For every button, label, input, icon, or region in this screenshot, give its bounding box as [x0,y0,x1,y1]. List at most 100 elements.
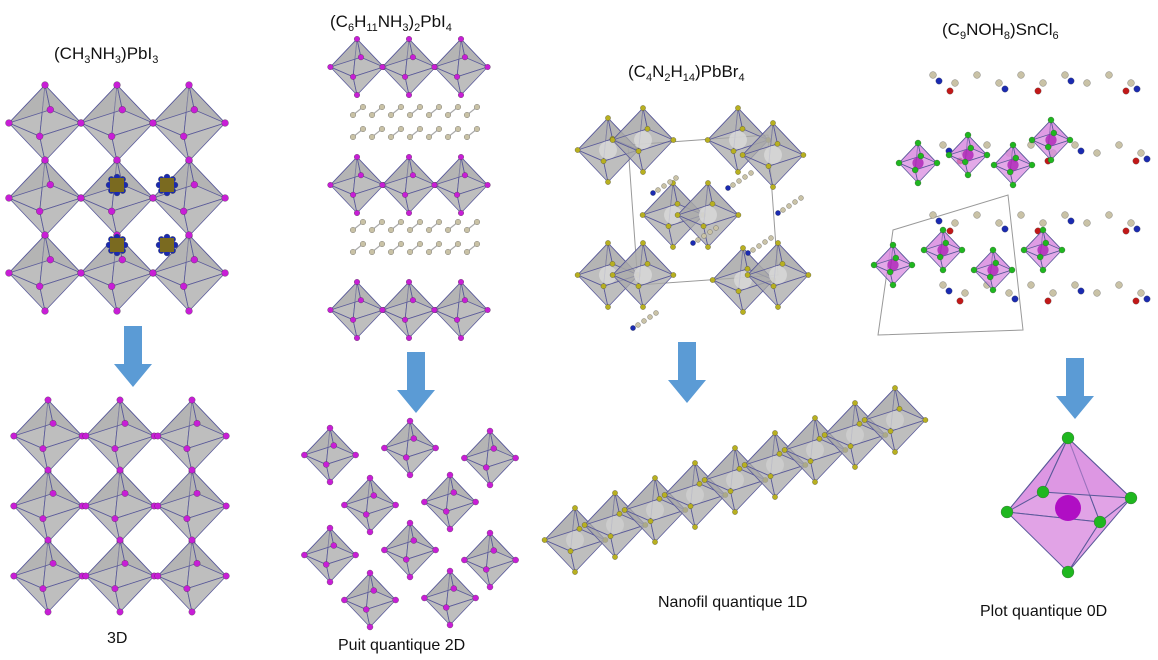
metal-atom [962,149,974,161]
octahedron-face [777,241,809,276]
halide-atom [744,266,751,272]
halide-atom [1045,143,1052,151]
halide-atom [640,169,646,175]
oxygen-atom [1132,297,1140,305]
halide-atom [744,272,751,278]
halide-atom [486,481,494,489]
metal-atom [766,456,784,474]
halide-atom [188,396,196,404]
octahedron-face [914,162,938,184]
carbon-atom [641,318,647,324]
nitrogen-atom [1143,155,1151,163]
nitrogen-atom [1133,85,1141,93]
octahedron-face [116,158,154,199]
halide-atom [709,277,716,283]
halide-atom [421,594,428,602]
methylammonium-cation [160,178,174,192]
octahedron-face [408,155,436,186]
halide-atom [36,132,44,140]
halide-atom [914,139,922,147]
halide-atom [772,494,778,500]
octahedron-face [47,538,83,577]
methylammonium-cation [160,238,174,252]
carbon-atom [407,227,413,233]
halide-atom [366,623,374,631]
carbon-atom [1105,211,1113,219]
carbon-atom [1039,219,1047,227]
halide-atom [44,466,52,474]
carbon-atom [995,219,1003,227]
carbon-atom [736,178,742,184]
halide-atom [326,478,334,486]
octahedron-face [1039,249,1063,271]
chloride-atom [1036,485,1050,499]
halide-atom [432,546,439,554]
halide-atom [656,496,663,502]
halide-atom [193,560,201,567]
carbon-atom [655,187,661,193]
halide-atom [895,159,903,167]
octahedron-face [642,241,674,276]
halide-atom [812,415,818,421]
halide-atom [816,436,823,442]
halide-atom [185,81,193,89]
metal-atom [699,206,717,224]
carbon-atom [445,227,451,233]
halide-atom [39,585,47,592]
carbon-atom [388,227,394,233]
octahedron-face [942,228,963,251]
octahedron-face [737,106,769,141]
carbon-atom [407,134,413,140]
octahedron-face [39,197,82,237]
octahedron-face [408,280,436,311]
halide-atom [44,608,52,616]
carbon-atom [1027,281,1035,289]
carbon-atom [756,243,762,249]
halide-atom [639,212,646,218]
octahedron-face [405,447,436,476]
halide-atom [180,282,188,290]
carbon-atom [426,249,432,255]
halide-atom [406,335,412,341]
halide-atom [847,443,854,449]
carbon-atom [1083,79,1091,87]
halide-atom [44,536,52,544]
carbon-atom [436,104,442,110]
halide-atom [805,272,812,278]
carbon-atom [426,134,432,140]
halide-atom [443,508,450,515]
halide-atom [512,556,519,564]
halide-atom [149,269,157,277]
halide-atom [41,81,49,89]
halide-atom [111,515,119,522]
halide-atom [740,309,746,315]
halide-atom [188,536,196,544]
oxygen-atom [1122,87,1130,95]
metal-atom [646,501,664,519]
halide-atom [652,475,658,481]
octahedron-face [183,272,226,312]
halide-atom [454,316,461,323]
octahedron-face [989,269,1013,291]
carbon-atom [464,249,470,255]
carbon-atom [360,241,366,247]
oxygen-atom [1122,227,1130,235]
octahedron-face [1012,143,1033,166]
halide-atom [450,585,457,592]
octahedron-face [119,398,155,437]
octahedron-face [642,106,674,141]
halide-atom [454,73,461,80]
halide-atom [46,256,54,264]
halide-atom [640,240,646,246]
halide-atom [410,537,417,544]
octahedron-face [460,155,488,186]
halide-atom [363,511,370,518]
carbon-atom [379,126,385,132]
halide-atom [852,400,858,406]
octahedron-face [186,575,227,613]
octahedron-face [460,280,488,311]
halide-atom [1037,253,1044,261]
halide-atom [887,268,894,276]
halide-atom [350,191,357,198]
halide-atom [772,430,778,436]
